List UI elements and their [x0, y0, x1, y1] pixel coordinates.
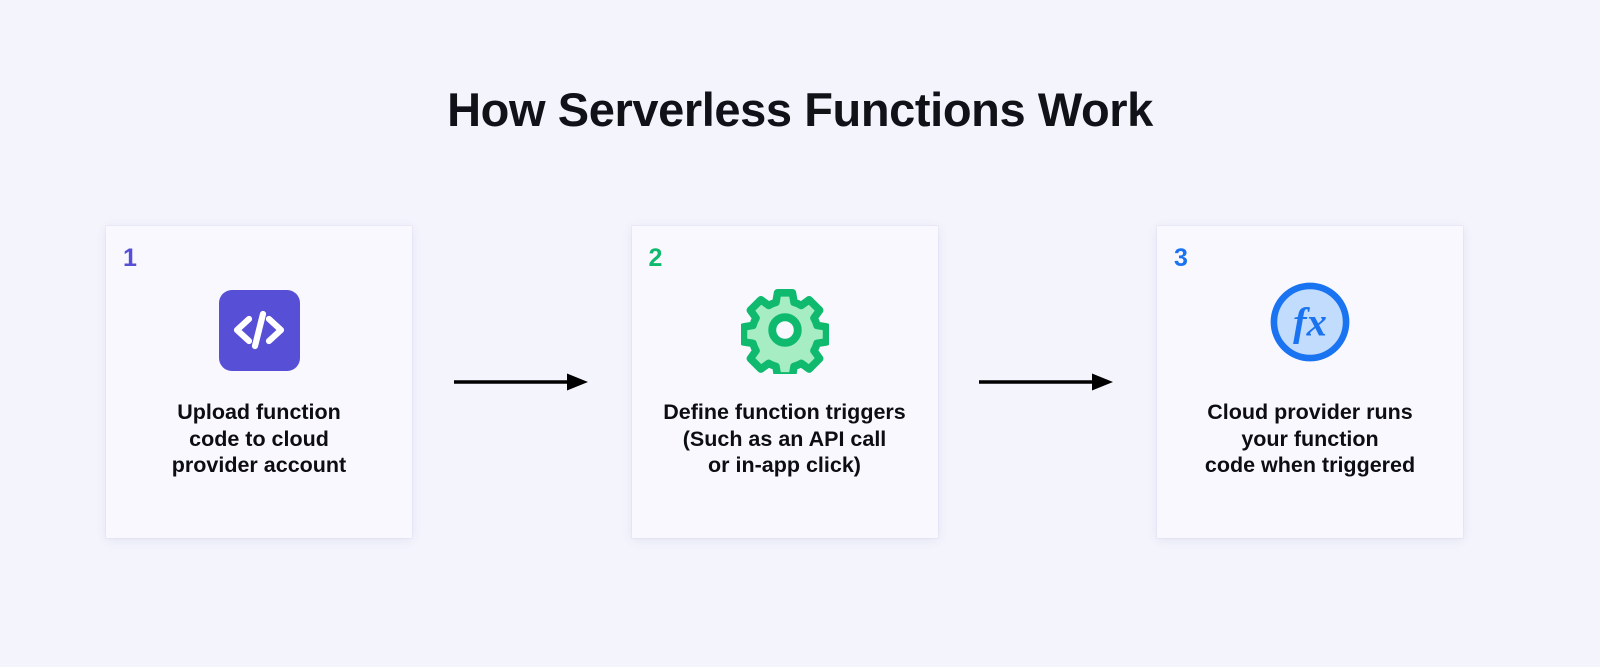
- step-icon-2-wrapper: [632, 284, 938, 376]
- gear-icon: [740, 289, 829, 374]
- step-number-1: 1: [123, 244, 137, 272]
- step-number-3: 3: [1174, 244, 1188, 272]
- step-label-3: Cloud provider runs your function code w…: [1204, 400, 1416, 477]
- step-card-1[interactable]: 1 Upload function code to cloud provider…: [106, 226, 412, 538]
- process-flow: 1 Upload function code to cloud provider…: [106, 226, 1463, 538]
- step-number-2: 2: [648, 244, 663, 272]
- step-card-2[interactable]: 2 Define function triggers (Such as an A…: [631, 226, 938, 538]
- step-icon-1-wrapper: [106, 284, 412, 376]
- step-card-3[interactable]: 3 fx Cloud provider runs your function c…: [1157, 226, 1463, 538]
- arrow-step1-to-step2: [412, 226, 631, 538]
- fx-circle-icon: fx: [1270, 282, 1350, 362]
- step-icon-3-wrapper: fx: [1157, 276, 1463, 368]
- step-label-2: Define function triggers (Such as an API…: [663, 400, 906, 477]
- step-label-1: Upload function code to cloud provider a…: [171, 400, 347, 477]
- svg-text:fx: fx: [1293, 300, 1327, 345]
- page-title: How Serverless Functions Work: [447, 83, 1153, 136]
- code-brackets-icon: [218, 289, 300, 371]
- arrow-step2-to-step3: [938, 226, 1157, 538]
